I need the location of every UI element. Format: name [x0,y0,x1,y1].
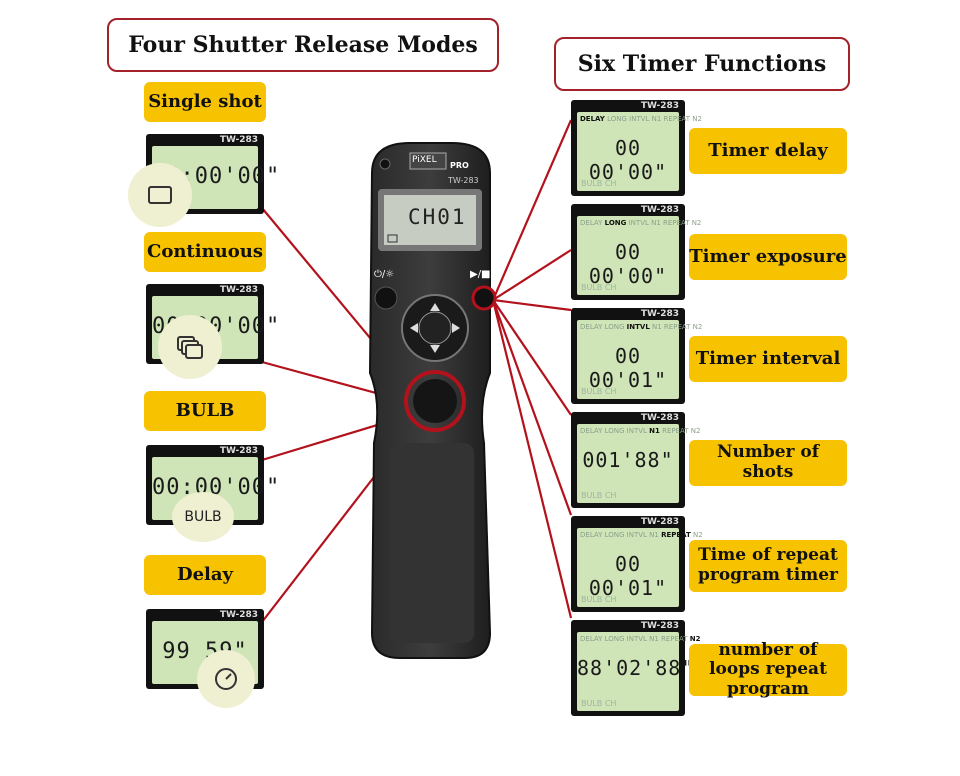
function-lcd-timer-exposure: TW-283 DELAY LONG INTVL N1 REPEAT N2 00 … [571,204,701,300]
function-lcd-repeat-timer: TW-283 DELAY LONG INTVL N1 REPEAT N2 00 … [571,516,703,612]
power-light-button-label: ⏻/☼ [374,269,395,280]
function-tag-repeat-timer: Time of repeat program timer [689,540,847,592]
mode-tag-bulb: BULB [144,391,266,431]
function-lcd-timer-interval: TW-283 DELAY LONG INTVL N1 REPEAT N2 00 … [571,308,702,404]
right-heading: Six Timer Functions [554,37,850,91]
mode-tag-delay: Delay [144,555,266,595]
single-frame-icon [128,163,192,227]
mode-tag-continuous: Continuous [144,232,266,272]
remote-model: TW-283 [448,176,479,185]
function-lcd-number-of-shots: TW-283 DELAY LONG INTVL N1 REPEAT N2 001… [571,412,700,508]
remote-control: PiXEL PRO TW-283 CH01 ⏻/☼ ▶/■ [360,142,500,663]
bulb-badge: BULB [172,492,234,542]
function-tag-timer-interval: Timer interval [689,336,847,382]
remote-brand: PiXEL [412,155,437,165]
function-lcd-timer-delay: TW-283 DELAY LONG INTVL N1 REPEAT N2 00 … [571,100,702,196]
continuous-frames-icon [158,315,222,379]
function-lcd-number-of-loops: TW-283 DELAY LONG INTVL N1 REPEAT N2 88'… [571,620,700,716]
remote-brand-sub: PRO [450,161,469,170]
mode-tag-single-shot: Single shot [144,82,266,122]
left-heading: Four Shutter Release Modes [107,18,499,72]
timer-icon [197,650,255,708]
function-tag-timer-exposure: Timer exposure [689,234,847,280]
remote-display: CH01 [408,205,467,229]
function-tag-number-of-shots: Number of shots [689,440,847,486]
mode-lcd-single-shot: TW-283 00:00'00" [146,134,279,214]
function-tag-timer-delay: Timer delay [689,128,847,174]
function-tag-number-of-loops: number of loops repeat program [689,640,847,699]
start-stop-button-label: ▶/■ [470,269,491,280]
